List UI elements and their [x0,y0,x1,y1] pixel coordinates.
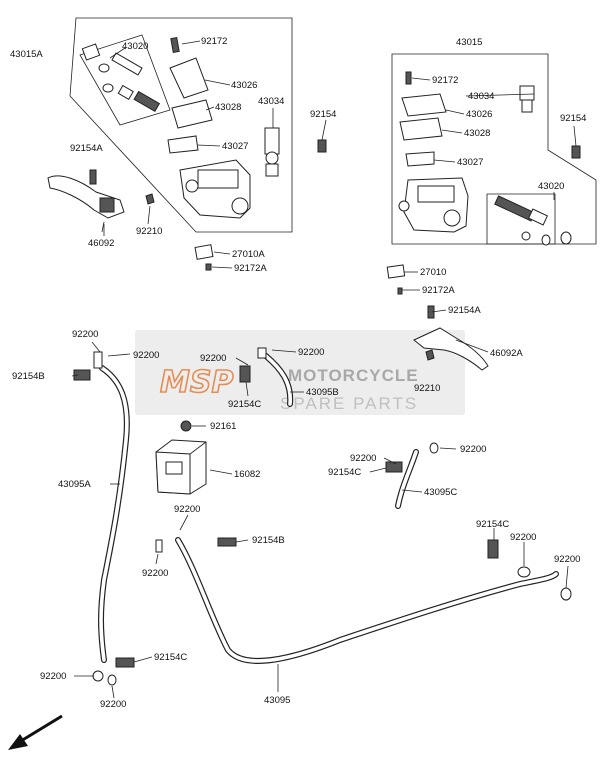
bolt-92154 [317,139,327,153]
label-92154C-far: 92154C [476,519,509,530]
right-brake-switch [386,264,420,295]
label-92200-e: 92200 [350,453,376,464]
label-92200-g: 92200 [174,504,200,515]
label-43028-left: 43028 [215,102,241,113]
misc-leaders [71,205,569,699]
label-43020-right: 43020 [538,181,564,192]
part-labels: 43015A 43020 92172 43026 43028 43034 430… [10,36,586,710]
watermark: MSP MOTORCYCLE SPARE PARTS [135,330,465,415]
label-43095: 43095 [264,695,290,706]
label-46092A: 46092A [490,348,523,359]
label-92172A-left: 92172A [234,263,267,274]
watermark-subtitle: SPARE PARTS [280,394,418,413]
label-92200-j: 92200 [554,554,580,565]
label-92154-right: 92154 [560,113,586,124]
left-leaders [109,40,327,147]
label-43026-left: 43026 [231,80,257,91]
brake-hoses [98,353,559,664]
left-reservoir-parts [167,37,280,219]
label-43015: 43015 [456,37,482,48]
left-piston-kit [81,43,161,113]
label-43034-left: 43034 [258,96,284,107]
label-16082: 16082 [234,469,260,480]
label-92161: 92161 [210,421,236,432]
label-92200-k: 92200 [40,671,66,682]
label-43095C: 43095C [424,487,457,498]
watermark-band [135,330,465,415]
right-lever [413,305,489,371]
label-92154C-bottom: 92154C [154,652,187,663]
left-master-cylinder-frame [69,17,293,233]
label-46092: 46092 [88,238,114,249]
left-brake-switch [194,244,233,271]
label-92200-l: 92200 [100,699,126,710]
label-92154B-mid: 92154B [252,535,285,546]
label-43026-right: 43026 [466,109,492,120]
label-92154C-right: 92154C [328,467,361,478]
label-92200-b: 92200 [133,350,159,361]
label-92200-a: 92200 [72,329,98,340]
label-92200-f: 92200 [460,444,486,455]
right-piston-kit-frame [486,193,556,245]
label-43095A: 43095A [58,479,91,490]
label-92210-right: 92210 [414,383,440,394]
label-92200-h: 92200 [142,568,168,579]
label-43027-right: 43027 [457,157,483,168]
label-43027-left: 43027 [222,141,248,152]
right-master-cylinder-frame [391,53,597,245]
abs-hydraulic-unit [155,439,233,495]
label-92200-d: 92200 [298,347,324,358]
label-92200-c: 92200 [200,353,226,364]
label-92210-left: 92210 [136,226,162,237]
label-43095B: 43095B [306,387,339,398]
right-leaders [411,77,577,200]
label-92154B-left: 92154B [12,371,45,382]
hose-fittings [73,347,572,686]
label-43015A: 43015A [10,49,43,60]
label-92172-left: 92172 [201,36,227,47]
label-43020-left: 43020 [122,41,148,52]
label-92172A-right: 92172A [422,285,455,296]
label-43028-right: 43028 [464,128,490,139]
front-direction-arrow-icon [8,714,63,750]
label-92200-i: 92200 [510,532,536,543]
label-92154: 92154 [310,109,336,120]
label-92154C-mid: 92154C [228,399,261,410]
watermark-title: MOTORCYCLE [288,366,419,385]
left-piston-kit-frame [79,34,171,126]
label-27010: 27010 [420,267,446,278]
watermark-logo: MSP [160,365,233,400]
left-lever [47,169,155,236]
label-43034-right: 43034 [468,91,494,102]
label-27010A: 27010A [232,249,265,260]
label-92154A-left: 92154A [70,143,103,154]
right-reservoir-parts [398,71,581,246]
label-92172-right: 92172 [432,75,458,86]
label-92154A-right: 92154A [448,305,481,316]
